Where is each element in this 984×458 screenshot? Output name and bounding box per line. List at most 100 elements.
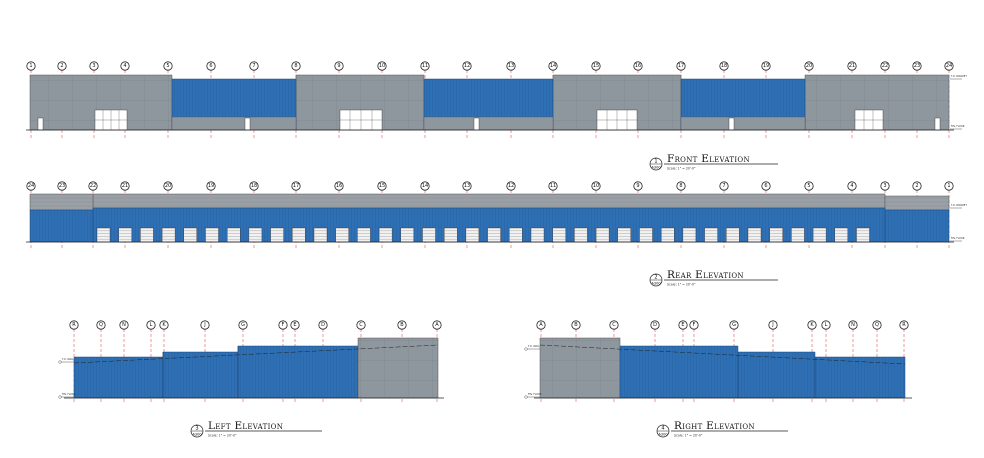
grid-bubble: N	[119, 320, 129, 330]
grid-bubble-label: 14	[422, 183, 428, 189]
left-level-tags: T.O. WALL FIN. FLOOR	[58, 358, 76, 399]
right-tag-sheet: A300	[658, 433, 668, 437]
dock-door	[226, 227, 241, 243]
man-door	[37, 117, 44, 131]
right-title-text: Right Elevation	[674, 420, 755, 432]
grid-bubble-label: 21	[849, 63, 855, 69]
grid-bubble: 6	[206, 61, 216, 71]
dock-door	[357, 227, 371, 243]
rear-tag-sheet: A300	[651, 282, 661, 286]
svg-text:T.O. WALL: T.O. WALL	[62, 358, 74, 361]
grid-bubble: 6	[761, 181, 771, 191]
grid-bubble: 8	[676, 181, 686, 191]
left-title-text: Left Elevation	[208, 420, 283, 432]
grid-bubble-label: 6	[209, 63, 212, 69]
front-building: T.O. PARAPET FIN. FLOOR	[26, 74, 967, 131]
grid-bubble: 16	[633, 61, 643, 71]
grid-bubble-label: 14	[550, 63, 556, 69]
front-base-band	[171, 116, 297, 131]
dock-door	[161, 227, 176, 243]
grid-bubble: 19	[206, 181, 216, 191]
rear-scale-text: Scale: 1" = 20'-0"	[667, 283, 696, 287]
grid-bubble: R	[69, 320, 79, 330]
left-scale-text: Scale: 1" = 20'-0"	[208, 434, 237, 438]
grid-bubble-label: 19	[208, 183, 214, 189]
grid-bubble: 24	[944, 61, 954, 71]
left-elevation-title: 3 A300 Left Elevation Scale: 1" = 20'-0"	[190, 420, 322, 438]
front-tag-sheet: A300	[651, 166, 661, 170]
rear-dock-doors	[96, 227, 870, 243]
dock-door	[248, 227, 263, 243]
grid-bubble: 15	[377, 181, 387, 191]
rear-building: T.O. PARAPET FIN. FLOOR	[26, 193, 967, 243]
grid-bubble-label: 5	[807, 183, 810, 189]
dock-door	[96, 227, 111, 243]
grid-bubble: 23	[57, 181, 67, 191]
grid-bubble-label: E	[681, 322, 684, 328]
grid-bubble-label: J	[771, 322, 773, 328]
grid-bubble: G	[729, 320, 739, 330]
svg-text:T.O. WALL: T.O. WALL	[528, 345, 540, 348]
rear-tag-number: 2	[654, 275, 657, 281]
dock-door	[205, 227, 219, 243]
dock-door	[444, 227, 458, 243]
grid-bubble: 22	[88, 181, 98, 191]
grid-bubble: B	[571, 320, 581, 330]
grid-bubble: A	[536, 320, 546, 330]
dock-door	[552, 227, 566, 243]
grid-bubble-label: 8	[294, 63, 297, 69]
grid-bubble-label: 24	[28, 183, 34, 189]
right-roof-slope	[539, 344, 906, 365]
grid-bubble: 5	[804, 181, 814, 191]
grid-bubble-label: 6	[764, 183, 767, 189]
grid-bubble: 20	[163, 181, 173, 191]
grid-bubble: 2	[57, 61, 67, 71]
rear-wall	[884, 209, 950, 243]
grid-bubble-label: 22	[90, 183, 96, 189]
grid-bubble: 11	[420, 61, 430, 71]
grid-bubble: L	[821, 320, 831, 330]
dock-door	[422, 227, 436, 243]
grid-bubble-label: 12	[508, 183, 514, 189]
dock-door	[400, 227, 414, 243]
grid-bubble-label: 10	[593, 183, 599, 189]
grid-bubble: 8	[291, 61, 301, 71]
rear-title-text: Rear Elevation	[667, 269, 744, 281]
grid-bubble: 1	[26, 61, 36, 71]
grid-bubble: Q	[96, 320, 106, 330]
grid-bubble-label: 12	[464, 63, 470, 69]
grid-bubble-label: 1	[29, 63, 32, 69]
grid-bubble: 14	[548, 61, 558, 71]
grid-bubble: 13	[462, 181, 472, 191]
grid-bubble: 7	[719, 181, 729, 191]
grid-bubble: 3	[89, 61, 99, 71]
grid-bubble-label: 10	[379, 63, 385, 69]
grid-bubble: 7	[249, 61, 259, 71]
grid-bubble-label: 18	[721, 63, 727, 69]
dock-door	[726, 227, 740, 243]
grid-bubble-label: J	[203, 322, 205, 328]
man-door	[728, 117, 735, 131]
dock-door	[704, 227, 718, 243]
grid-bubble: Q	[872, 320, 882, 330]
grid-bubble-label: N	[122, 322, 126, 328]
grid-bubble-label: 20	[165, 183, 171, 189]
grid-bubble-label: D	[653, 322, 657, 328]
right-tag-number: 4	[661, 426, 664, 432]
grid-bubble: J	[768, 320, 778, 330]
grid-bubble-label: F	[693, 322, 696, 328]
rear-wall	[29, 209, 94, 243]
dock-door	[791, 227, 805, 243]
grid-bubble: 9	[633, 181, 643, 191]
svg-text:FIN. FLOOR: FIN. FLOOR	[62, 393, 76, 396]
grid-bubble-label: G	[732, 322, 736, 328]
grid-bubble: 20	[804, 61, 814, 71]
grid-bubble: 17	[291, 181, 301, 191]
grid-bubble-label: 23	[914, 63, 920, 69]
man-door	[473, 117, 480, 131]
grid-bubble-label: 21	[122, 183, 128, 189]
grid-bubble: C	[356, 320, 366, 330]
grid-bubble-label: R	[902, 322, 906, 328]
